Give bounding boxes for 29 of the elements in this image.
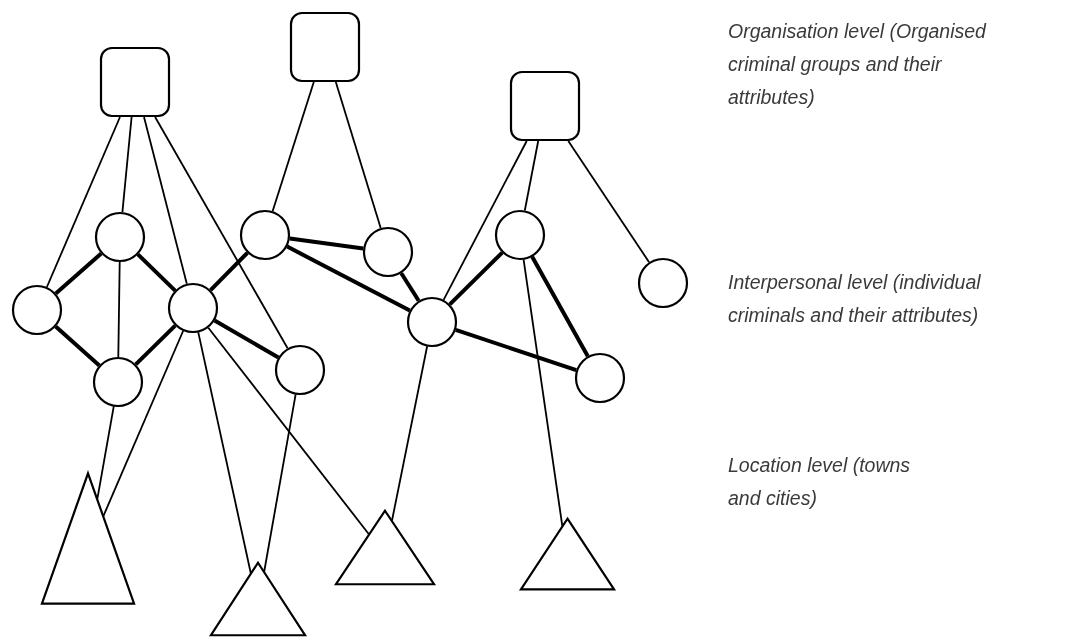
connector-line [102,330,184,517]
level-description: Organisation level (Organised criminal groups and their attributes) [728,19,988,110]
connector-line [54,325,101,367]
connector-line [567,140,650,264]
connector-line [523,140,540,212]
connector-line [530,255,590,358]
connector-line [143,116,188,285]
connector-line [289,236,364,251]
connector-line [207,326,370,536]
connector-line [455,328,577,372]
connector-line [286,244,411,313]
connector-line [154,116,289,350]
connector-line [134,324,177,366]
connector-line [442,140,528,301]
connector-line [46,116,121,288]
connector-line [399,272,421,302]
level-description: Interpersonal level (individual criminals and their attributes) [728,270,982,328]
connector-line [117,261,121,358]
connector-line [263,393,297,573]
connector-line [54,252,103,295]
level-description: Location level (towns and cities) [728,453,912,511]
connector-line [121,116,133,213]
connector-line [448,251,504,306]
connector-line [271,81,315,213]
connector-line [209,251,249,292]
connector-line [334,81,382,229]
connector-line [136,252,177,293]
connector-line [213,318,280,360]
connector-line [391,345,428,522]
